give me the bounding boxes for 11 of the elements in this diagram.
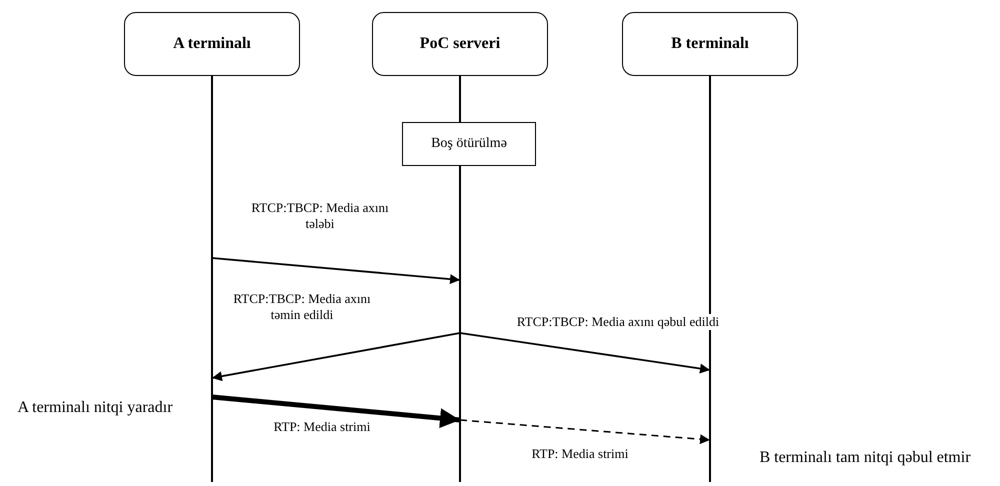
message-label: RTCP:TBCP: Media axını təmin edildi: [232, 291, 372, 322]
note-text: A terminalı nitqi yaradır: [16, 398, 174, 418]
note-text: B terminalı tam nitqi qəbul etmir: [758, 448, 972, 468]
message-arrow: [212, 394, 460, 428]
message-arrow: [212, 332, 460, 382]
message-arrow: [460, 332, 710, 374]
participant-box: A terminalı: [124, 12, 300, 76]
message-arrow: [212, 257, 460, 284]
message-arrow: [460, 419, 710, 444]
participant-box: B terminalı: [622, 12, 798, 76]
participant-box: PoC serveri: [372, 12, 548, 76]
